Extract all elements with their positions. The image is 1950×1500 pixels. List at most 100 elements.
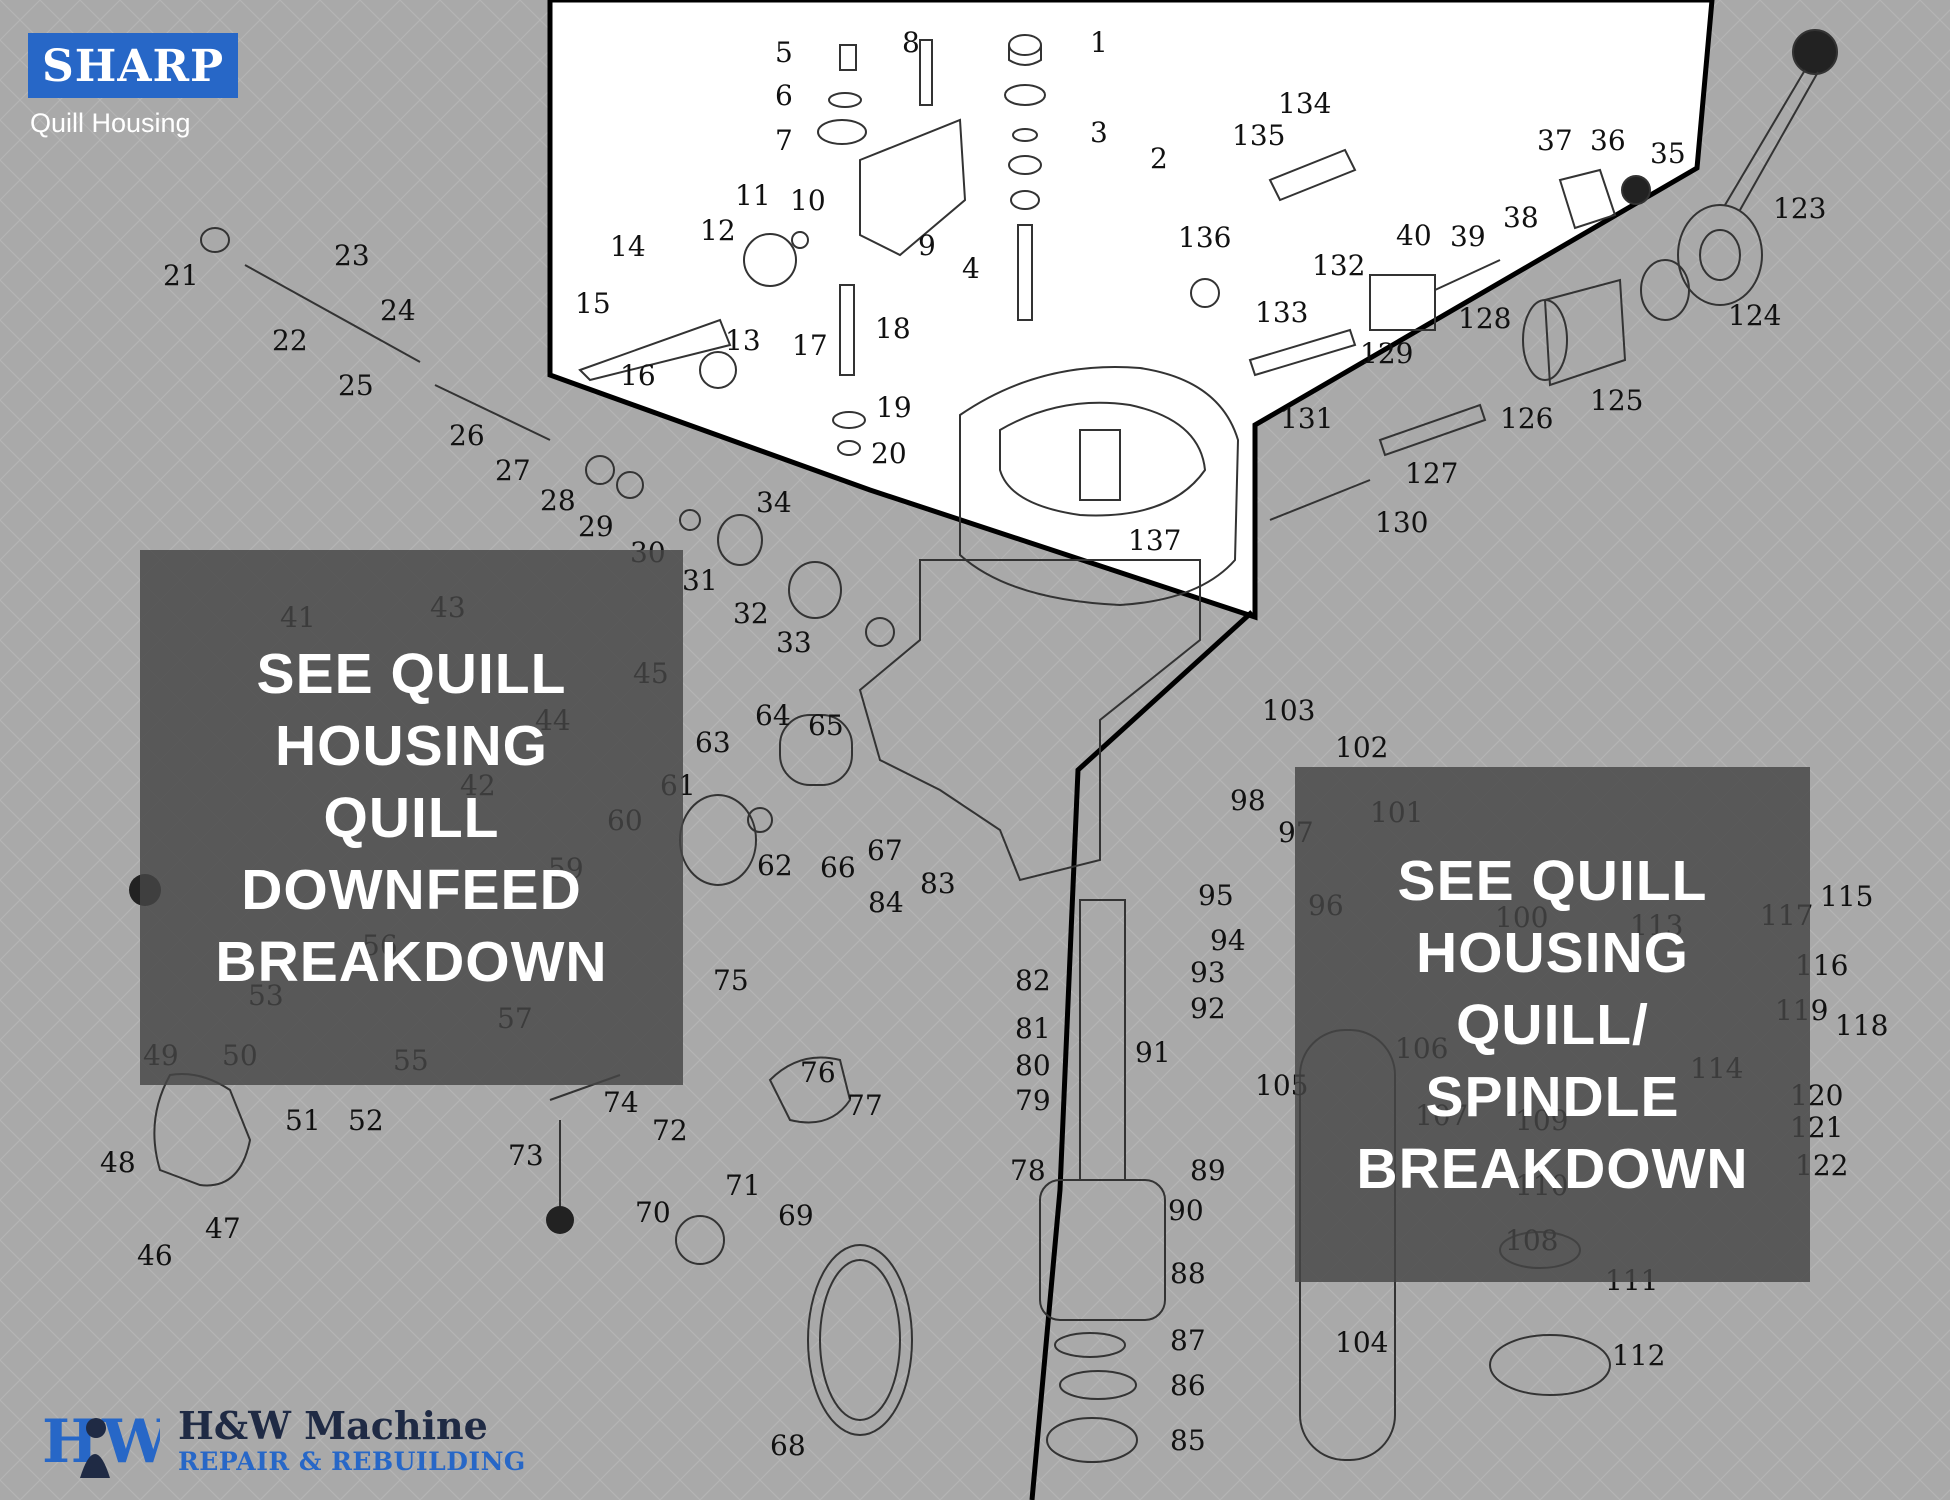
part-number-label: 33: [776, 626, 812, 659]
part-number-label: 124: [1728, 299, 1781, 332]
part-number-label: 32: [733, 597, 769, 630]
highlight-white-area: [547, 0, 1715, 621]
part-number-label: 88: [1170, 1257, 1206, 1290]
part-number-label: 38: [1503, 201, 1539, 234]
marker-dot: [546, 1206, 574, 1234]
part-number-label: 15: [575, 287, 611, 320]
part-number-label: 16: [620, 359, 656, 392]
part-number-label: 133: [1255, 296, 1308, 329]
part-number-label: 23: [334, 239, 370, 272]
part-number-label: 39: [1450, 220, 1486, 253]
part-number-label: 80: [1015, 1049, 1051, 1082]
part-number-label: 87: [1170, 1324, 1206, 1357]
part-number-label: 79: [1015, 1084, 1051, 1117]
divider-line: [1029, 610, 1254, 1500]
part-number-label: 34: [756, 486, 792, 519]
part-number-label: 11: [735, 179, 771, 212]
part-number-label: 51: [285, 1104, 321, 1137]
part-number-label: 83: [920, 867, 956, 900]
part-number-label: 21: [163, 259, 199, 292]
part-number-label: 127: [1405, 457, 1458, 490]
downfeed-breakdown-link[interactable]: SEE QUILL HOUSING QUILL DOWNFEED BREAKDO…: [140, 550, 683, 1085]
part-number-label: 17: [792, 329, 828, 362]
part-number-label: 85: [1170, 1424, 1206, 1457]
part-number-label: 130: [1375, 506, 1428, 539]
part-number-label: 25: [338, 369, 374, 402]
part-number-label: 115: [1820, 880, 1873, 913]
part-number-label: 94: [1210, 924, 1246, 957]
part-number-label: 84: [868, 886, 904, 919]
part-number-label: 134: [1278, 87, 1331, 120]
part-number-label: 46: [137, 1239, 173, 1272]
part-number-label: 67: [867, 834, 903, 867]
part-number-label: 78: [1010, 1154, 1046, 1187]
part-number-label: 136: [1178, 221, 1231, 254]
part-number-label: 86: [1170, 1369, 1206, 1402]
part-number-label: 76: [800, 1056, 836, 1089]
part-number-label: 24: [380, 294, 416, 327]
part-number-label: 77: [847, 1089, 883, 1122]
hw-logo-icon: H W: [42, 1407, 160, 1478]
part-number-label: 123: [1773, 192, 1826, 225]
part-number-label: 90: [1168, 1194, 1204, 1227]
part-number-label: 126: [1500, 402, 1553, 435]
feed-lever: [1269, 29, 1838, 521]
part-number-label: 22: [272, 324, 308, 357]
part-number-label: 104: [1335, 1326, 1388, 1359]
part-number-label: 6: [775, 79, 793, 112]
part-number-label: 103: [1262, 694, 1315, 727]
part-number-label: 48: [100, 1146, 136, 1179]
part-number-label: 28: [540, 484, 576, 517]
spindle-breakdown-link[interactable]: SEE QUILL HOUSING QUILL/ SPINDLE BREAKDO…: [1295, 767, 1810, 1282]
part-number-label: 81: [1015, 1012, 1051, 1045]
part-number-label: 95: [1198, 879, 1234, 912]
sharp-logo: SHARP: [28, 33, 239, 98]
part-number-label: 5: [775, 36, 793, 69]
part-number-label: 3: [1090, 116, 1108, 149]
part-number-label: 36: [1590, 124, 1626, 157]
spindle-breakdown-label: SEE QUILL HOUSING QUILL/ SPINDLE BREAKDO…: [1356, 848, 1749, 1201]
part-number-label: 74: [603, 1086, 639, 1119]
upper-parts-sketch: [578, 34, 1651, 456]
left-parts-sketch: [153, 227, 913, 1436]
svg-text:W: W: [101, 1407, 160, 1477]
part-number-label: 52: [348, 1104, 384, 1137]
page-subtitle: Quill Housing: [30, 108, 191, 138]
part-number-label: 10: [790, 184, 826, 217]
part-number-label: 89: [1190, 1154, 1226, 1187]
part-number-label: 69: [778, 1199, 814, 1232]
brand-header: SHARP Quill Housing: [28, 33, 239, 139]
part-number-label: 1: [1090, 26, 1108, 59]
part-number-label: 73: [508, 1139, 544, 1172]
part-number-label: 7: [775, 124, 793, 157]
part-number-label: 26: [449, 419, 485, 452]
head-casting: [858, 366, 1240, 882]
part-number-label: 35: [1650, 137, 1686, 170]
part-number-label: 47: [205, 1212, 241, 1245]
part-number-label: 70: [635, 1196, 671, 1229]
part-number-label: 71: [725, 1169, 761, 1202]
part-number-label: 91: [1135, 1036, 1171, 1069]
part-number-label: 12: [700, 214, 736, 247]
part-number-label: 128: [1458, 302, 1511, 335]
part-number-label: 131: [1280, 402, 1333, 435]
part-number-label: 64: [755, 699, 791, 732]
part-number-label: 31: [682, 564, 718, 597]
part-number-label: 129: [1360, 337, 1413, 370]
company-footer: H W H&W Machine REPAIR & REBUILDING: [40, 1400, 526, 1480]
part-number-label: 125: [1590, 384, 1643, 417]
part-number-label: 98: [1230, 784, 1266, 817]
part-number-label: 118: [1835, 1009, 1888, 1042]
part-number-label: 4: [962, 252, 980, 285]
part-number-label: 75: [713, 964, 749, 997]
part-number-label: 102: [1335, 731, 1388, 764]
part-number-label: 132: [1312, 249, 1365, 282]
part-number-label: 19: [876, 391, 912, 424]
part-number-label: 2: [1150, 142, 1168, 175]
part-number-label: 62: [757, 849, 793, 882]
part-number-label: 14: [610, 230, 646, 263]
part-number-label: 13: [725, 324, 761, 357]
part-number-label: 18: [875, 312, 911, 345]
part-number-label: 20: [871, 437, 907, 470]
part-number-label: 135: [1232, 119, 1285, 152]
